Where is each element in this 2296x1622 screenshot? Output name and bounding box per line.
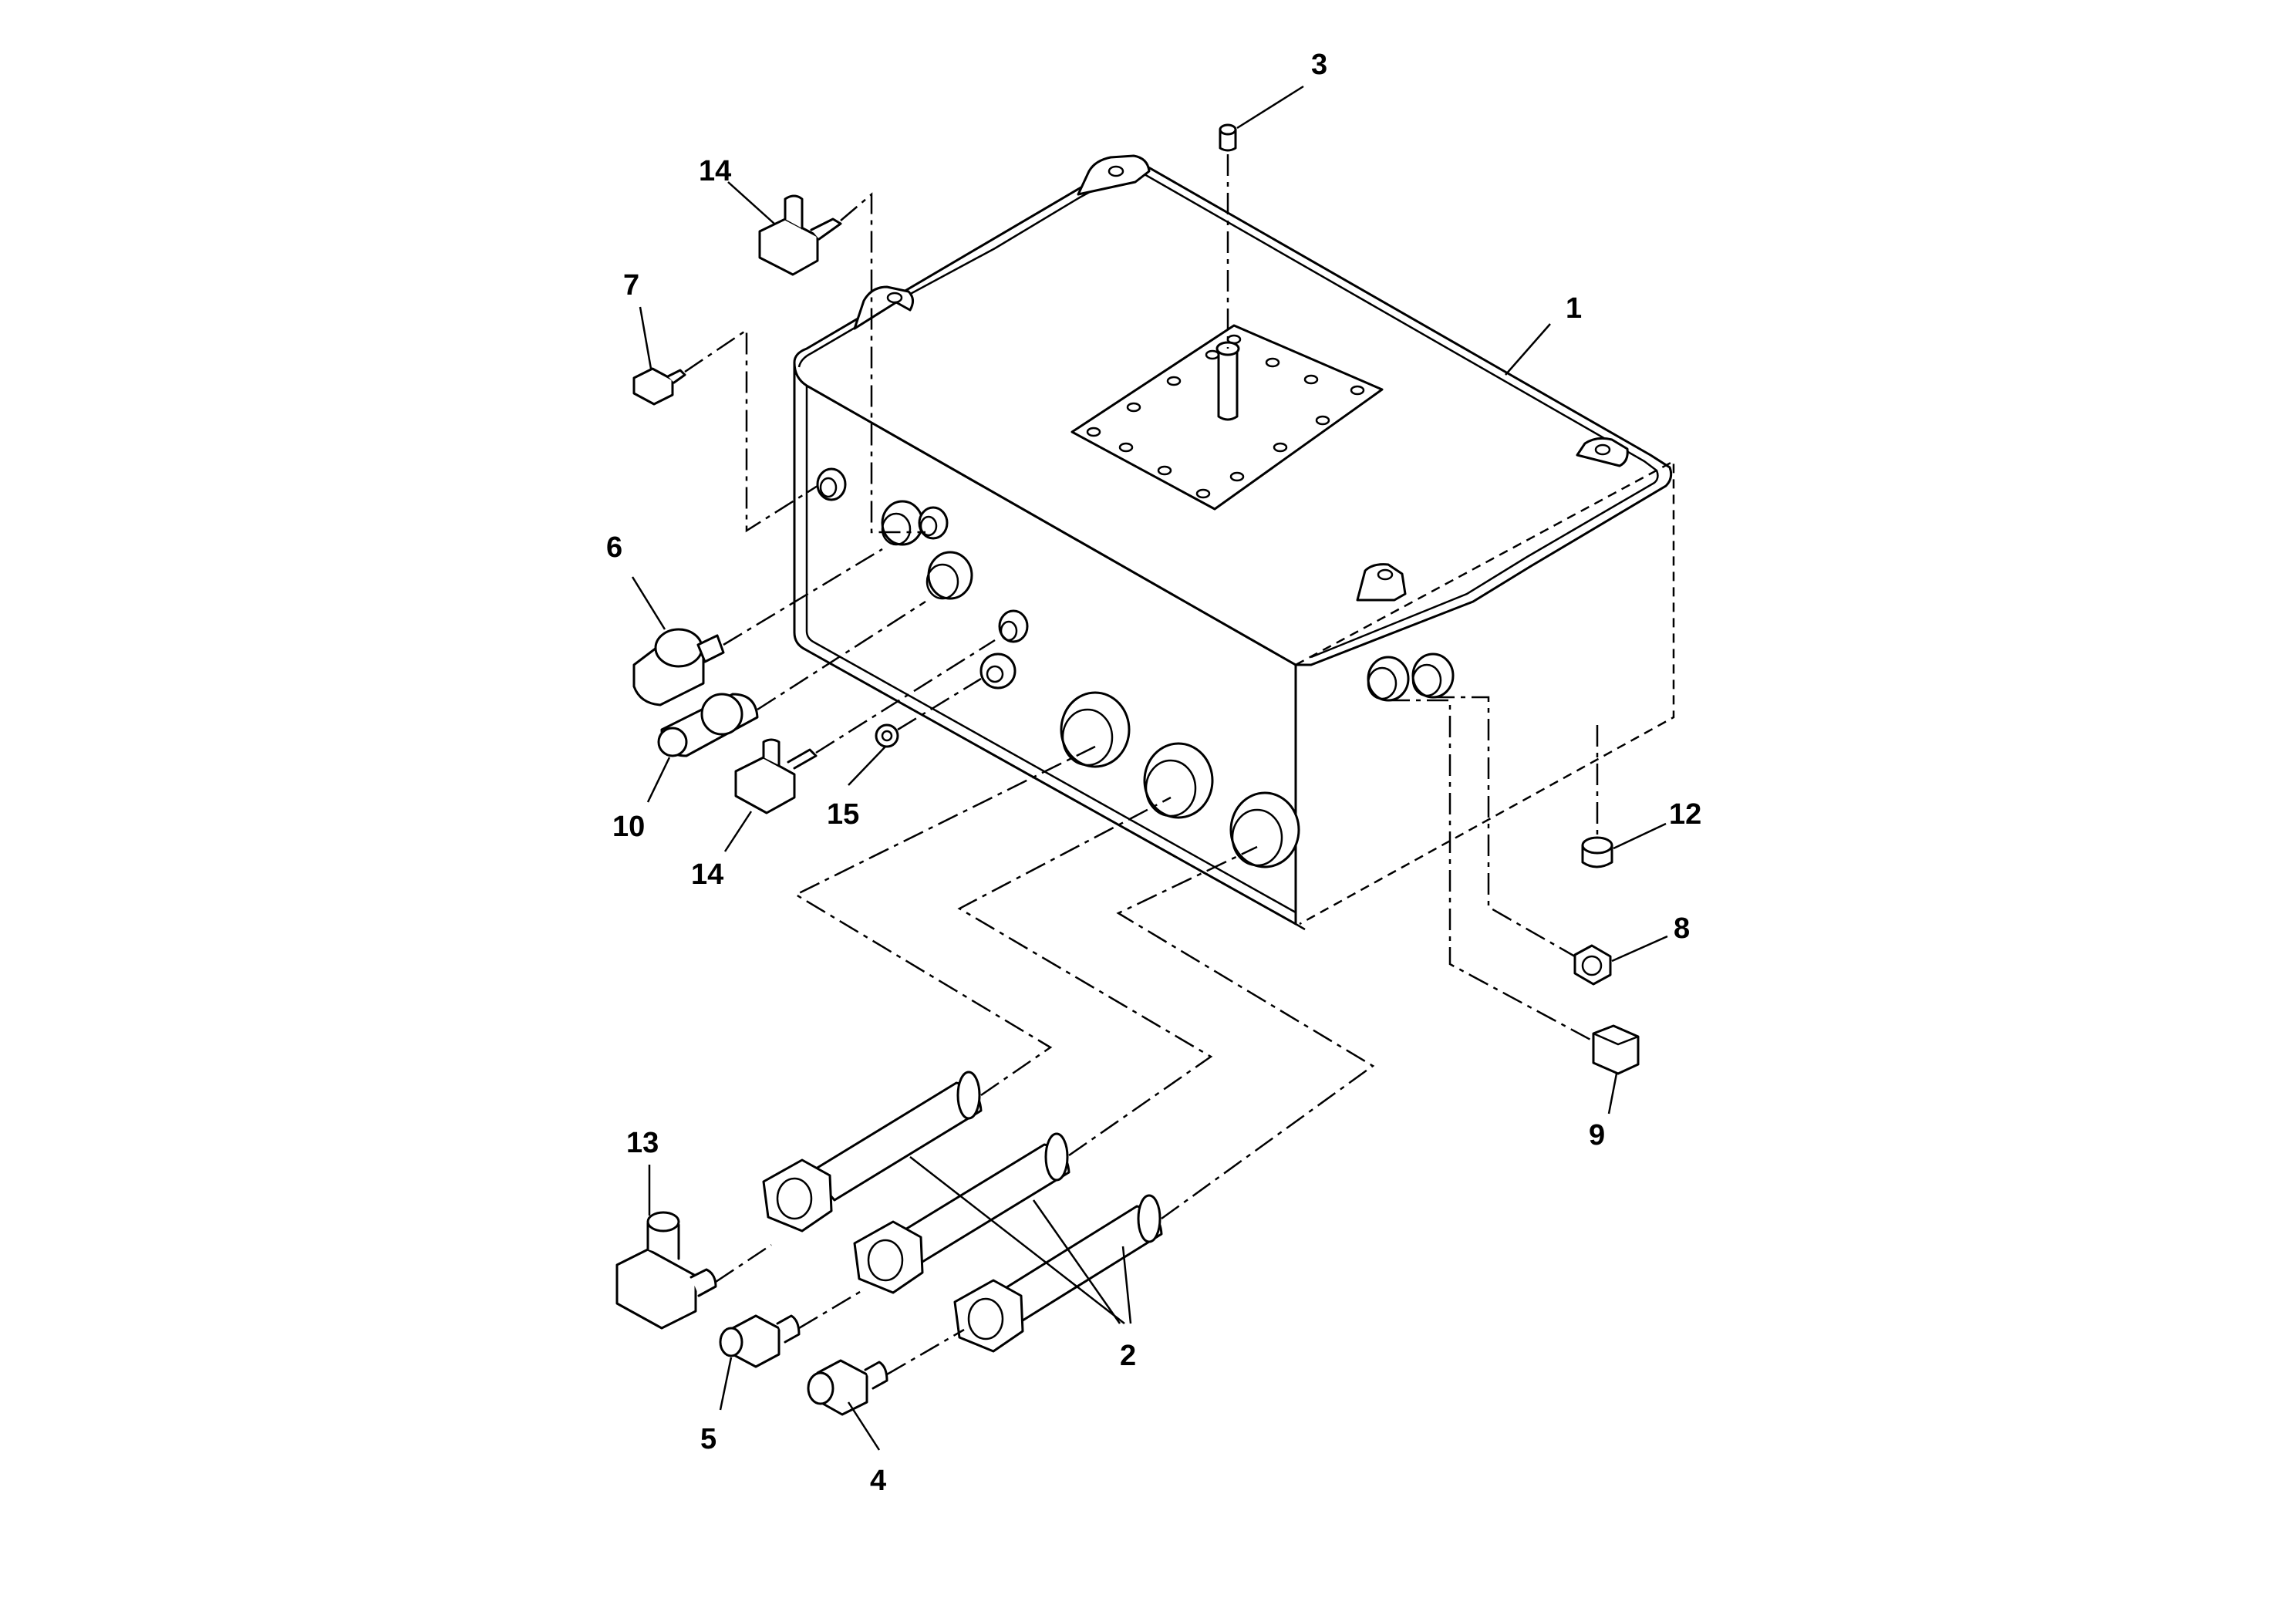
callout-3: 3 (1311, 49, 1327, 81)
elbow-upper (758, 192, 925, 534)
tank-body (793, 154, 1675, 931)
callout-4: 4 (870, 1465, 886, 1497)
callout-2: 2 (1120, 1340, 1136, 1372)
callout-13: 13 (626, 1127, 659, 1159)
union-fitting (657, 600, 926, 757)
callout-14-upper: 14 (699, 155, 731, 187)
small-elbow (632, 328, 818, 533)
washer (875, 677, 982, 748)
callout-7: 7 (623, 269, 639, 302)
sight-gauge (632, 548, 883, 706)
straight-fitting-upper (719, 1288, 865, 1368)
straight-fitting-lower (807, 1328, 965, 1416)
callout-9: 9 (1589, 1119, 1605, 1152)
plug-small (1433, 696, 1612, 986)
callout-14-lower: 14 (691, 858, 723, 891)
callout-6: 6 (606, 531, 622, 564)
callout-10: 10 (612, 811, 645, 843)
plug-hex (1388, 699, 1640, 1075)
drain-plug (1581, 725, 1613, 868)
leader-lines (631, 85, 1668, 1451)
callout-12: 12 (1669, 798, 1701, 831)
callout-labels: 1 2 3 4 5 6 7 8 9 10 12 13 14 14 15 (606, 49, 1701, 1497)
elbow-lower (734, 639, 996, 814)
breather-cap (1219, 123, 1237, 349)
callout-8: 8 (1674, 912, 1690, 945)
callout-1: 1 (1566, 292, 1582, 325)
callout-5: 5 (700, 1423, 716, 1455)
callout-15: 15 (827, 798, 859, 831)
strainer-tubes (762, 745, 1375, 1353)
elbow-fitting (615, 1211, 772, 1330)
